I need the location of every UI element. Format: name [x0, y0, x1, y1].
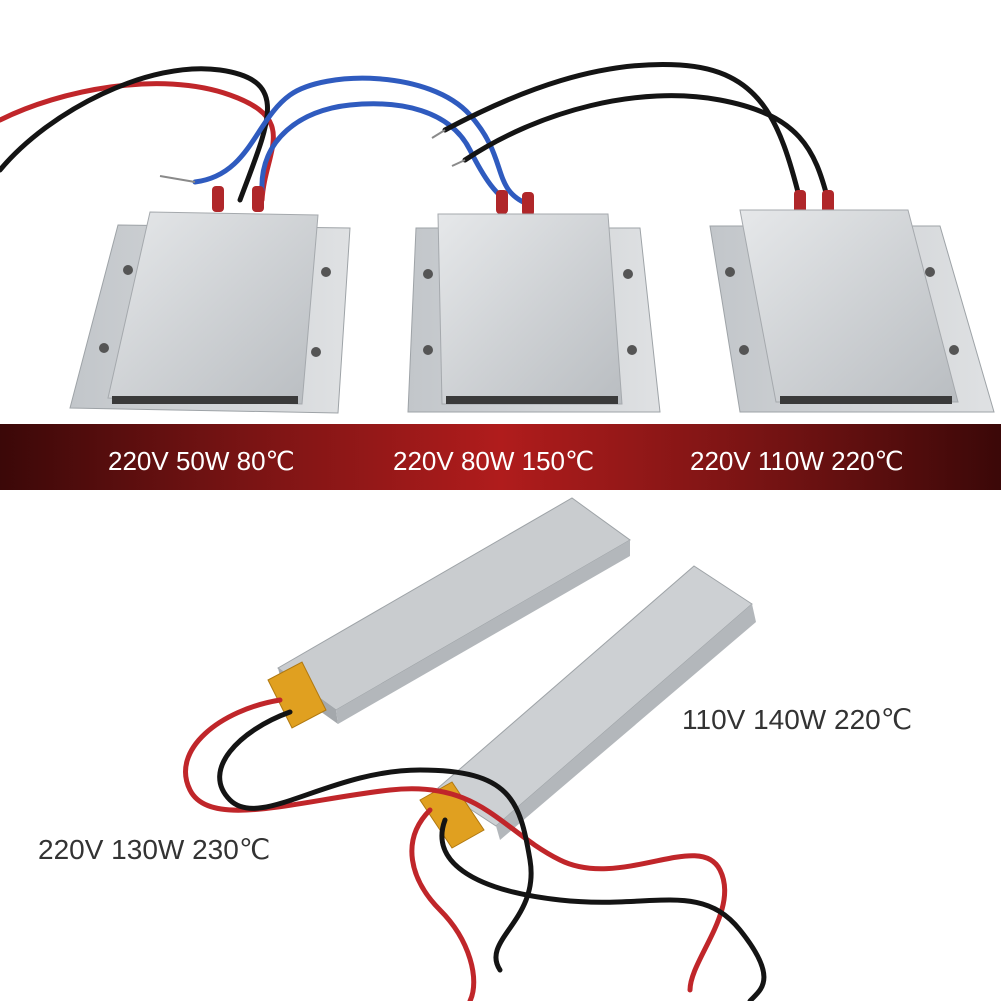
heater-plate-2 [407, 190, 661, 413]
heater-plate-1 [69, 186, 351, 414]
red-banner [0, 424, 1001, 490]
banner-label-3: 220V 110W 220℃ [690, 446, 904, 476]
red-wire [183, 697, 728, 993]
black-wire [217, 709, 534, 973]
blue-wire [259, 101, 508, 203]
blue-wire [192, 75, 533, 208]
strip-heater-1 [267, 497, 631, 729]
red-wire [409, 807, 477, 1001]
black-wire [462, 93, 831, 203]
black-wire [0, 66, 270, 203]
wire-ends [159, 129, 466, 183]
heater-plate-3 [709, 190, 995, 413]
black-wire [442, 61, 803, 203]
bottom-wires [183, 697, 767, 1001]
black-wire [439, 817, 767, 1001]
top-wires [0, 61, 831, 208]
spec-label-left: 220V 130W 230℃ [38, 834, 271, 865]
banner-label-1: 220V 50W 80℃ [108, 446, 295, 476]
banner-label-2: 220V 80W 150℃ [393, 446, 595, 476]
red-wire [0, 81, 276, 203]
spec-label-right: 110V 140W 220℃ [682, 704, 913, 735]
strip-heater-2 [419, 565, 756, 849]
